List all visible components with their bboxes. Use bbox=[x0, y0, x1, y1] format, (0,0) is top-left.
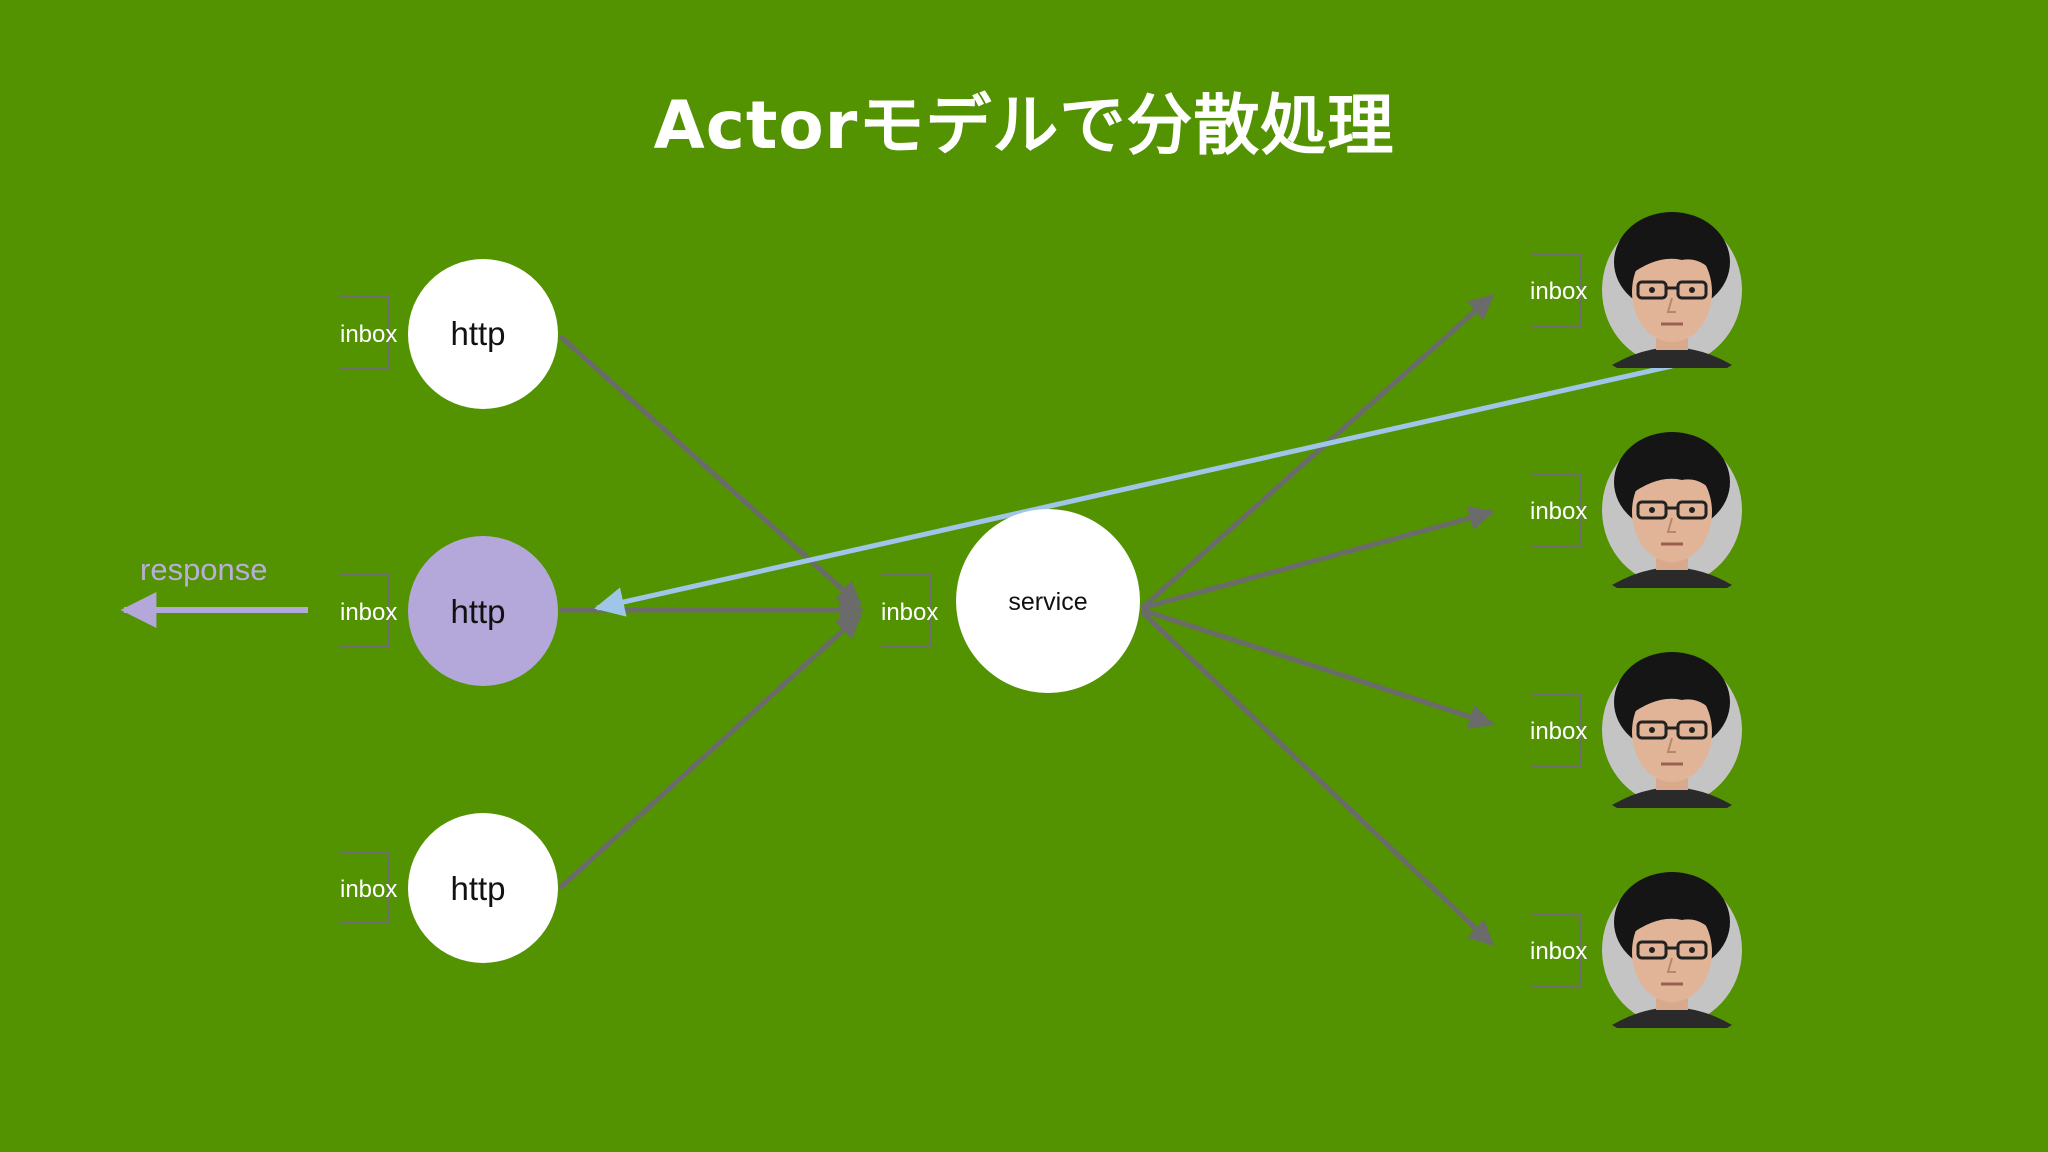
http-node-label: http bbox=[450, 315, 505, 352]
http-actor-1: inbox http bbox=[340, 259, 558, 409]
worker-actor: inbox bbox=[1530, 652, 1742, 808]
http-node bbox=[408, 259, 558, 409]
avatar-icon bbox=[1602, 872, 1742, 1028]
inbox-bracket bbox=[340, 574, 389, 647]
service-node-label: service bbox=[1008, 588, 1087, 616]
inbox-label: inbox bbox=[340, 876, 397, 903]
request-arrows bbox=[558, 334, 865, 890]
fanout-arrows bbox=[1140, 294, 1495, 946]
inbox-bracket bbox=[340, 851, 389, 924]
avatar-icon bbox=[1602, 432, 1742, 588]
inbox-label: inbox bbox=[1530, 718, 1587, 745]
inbox-label: inbox bbox=[340, 599, 397, 626]
inbox-label: inbox bbox=[1530, 498, 1587, 525]
arrow-service-to-worker1 bbox=[1140, 294, 1494, 610]
arrow-service-to-worker4 bbox=[1140, 610, 1494, 946]
arrow-http3-to-service bbox=[558, 613, 862, 890]
arrow-service-to-worker3 bbox=[1141, 607, 1495, 729]
arrow-http1-to-service bbox=[558, 334, 862, 607]
http-actor-2: inbox http bbox=[340, 536, 558, 686]
inbox-label: inbox bbox=[340, 321, 397, 348]
http-actor-3: inbox http bbox=[340, 813, 558, 963]
service-actor: inbox service bbox=[881, 509, 1140, 693]
reply-arrow bbox=[594, 363, 1673, 617]
http-node-label: http bbox=[450, 593, 505, 630]
inbox-bracket bbox=[1532, 253, 1581, 327]
inbox-label: inbox bbox=[1530, 938, 1587, 965]
worker-actor: inbox bbox=[1530, 872, 1742, 1028]
worker-actor: inbox bbox=[1530, 212, 1742, 368]
inbox-bracket bbox=[882, 574, 931, 647]
arrow-service-to-worker2 bbox=[1141, 505, 1495, 611]
inbox-bracket bbox=[340, 296, 389, 369]
inbox-label: inbox bbox=[881, 599, 938, 626]
http-node bbox=[408, 813, 558, 963]
avatar-icon bbox=[1602, 212, 1742, 368]
slide-title: Actorモデルで分散処理 bbox=[653, 87, 1395, 164]
http-node-active bbox=[408, 536, 558, 686]
worker-actors: inbox inbox inbox inbox bbox=[1530, 212, 1742, 1028]
worker-actor: inbox bbox=[1530, 432, 1742, 588]
http-node-label: http bbox=[450, 870, 505, 907]
response-label: response bbox=[140, 552, 268, 587]
inbox-bracket bbox=[1532, 913, 1581, 987]
inbox-bracket bbox=[1532, 693, 1581, 767]
inbox-bracket bbox=[1532, 473, 1581, 547]
service-node bbox=[956, 509, 1140, 693]
inbox-label: inbox bbox=[1530, 278, 1587, 305]
avatar-icon bbox=[1602, 652, 1742, 808]
